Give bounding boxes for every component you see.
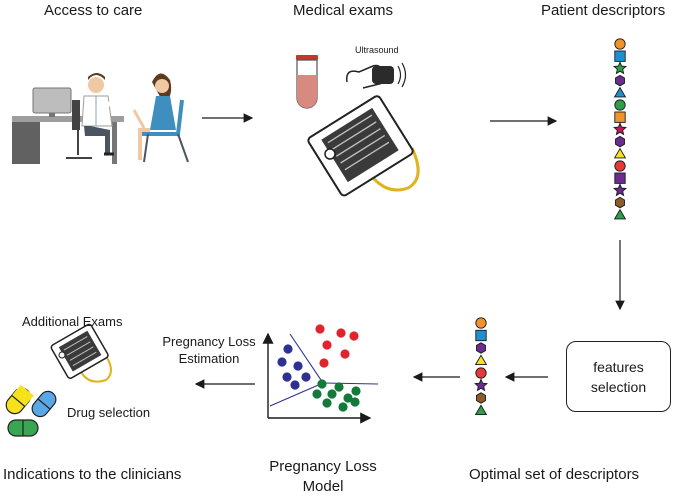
descriptor-hexagon-8 (615, 135, 625, 148)
plot-point-blue-10 (301, 372, 311, 382)
optimal-descriptors-column (474, 317, 488, 416)
pregnancy-loss-estimation-label: Pregnancy Loss Estimation (154, 333, 264, 367)
optimal-descriptor-hexagon-2 (476, 342, 486, 354)
features-selection-line1: features (593, 358, 644, 375)
medical-exams-label: Medical exams (293, 2, 394, 19)
plot-point-green-17 (343, 393, 353, 403)
features-selection-box: features selection (566, 341, 671, 412)
plot-point-green-18 (322, 398, 332, 408)
ultrasound-probe-icon (346, 62, 407, 89)
descriptor-star-12 (613, 183, 627, 197)
descriptor-circle-0 (614, 38, 626, 50)
indications-label: Indications to the clinicians (3, 466, 182, 483)
descriptor-circle-5 (614, 99, 626, 111)
plot-point-blue-8 (293, 361, 303, 371)
plot-point-green-13 (334, 382, 344, 392)
descriptor-star-2 (613, 61, 627, 75)
patient-descriptors-label: Patient descriptors (541, 2, 666, 19)
optimal-descriptor-star-5 (474, 378, 488, 392)
drug-selection-label: Drug selection (67, 405, 151, 420)
plot-point-red-3 (322, 340, 332, 350)
patient-descriptors-column (613, 38, 627, 220)
plot-point-blue-6 (283, 344, 293, 354)
plot-point-red-4 (340, 349, 350, 359)
plot-point-green-15 (312, 389, 322, 399)
descriptor-square-1 (614, 50, 626, 62)
plot-point-red-0 (315, 324, 325, 334)
plot-point-green-16 (327, 389, 337, 399)
estimation-label-line1: Pregnancy Loss (162, 334, 256, 349)
clipboard-icon (307, 95, 420, 197)
plot-point-blue-7 (277, 357, 287, 367)
decision-boundary-1 (289, 333, 324, 384)
descriptor-triangle-9 (613, 147, 627, 159)
ultrasound-label: Ultrasound (355, 45, 399, 55)
plot-point-blue-11 (290, 380, 300, 390)
descriptor-square-11 (614, 172, 626, 184)
additional-exams-label: Additional Exams (22, 314, 123, 329)
estimation-label-line2: Estimation (178, 351, 240, 366)
pregnancy-loss-model-label: Pregnancy Loss Model (262, 457, 384, 497)
pills-icon (5, 384, 57, 437)
plot-point-green-12 (317, 379, 327, 389)
descriptor-triangle-4 (613, 86, 627, 98)
decision-boundary-2 (269, 382, 324, 407)
additional-exams-clipboard-icon (50, 323, 112, 383)
optimal-descriptor-triangle-3 (474, 354, 488, 366)
plot-point-red-1 (336, 328, 346, 338)
optimal-descriptor-circle-0 (475, 317, 487, 329)
descriptor-triangle-14 (613, 208, 627, 220)
descriptor-hexagon-3 (615, 74, 625, 87)
model-scatter-plot (262, 324, 379, 424)
descriptor-hexagon-13 (615, 196, 625, 209)
plot-point-red-2 (349, 331, 359, 341)
model-label-line2: Model (302, 478, 344, 495)
access-to-care-label: Access to care (44, 2, 143, 19)
model-label-line1: Pregnancy Loss (269, 458, 377, 475)
blood-tube-icon (296, 55, 318, 109)
doctor-patient-illustration (12, 73, 189, 164)
features-selection-line2: selection (590, 378, 647, 395)
plot-point-green-20 (350, 397, 360, 407)
optimal-descriptors-label: Optimal set of descriptors (469, 466, 640, 483)
optimal-descriptor-circle-4 (475, 367, 487, 379)
descriptor-circle-10 (614, 160, 626, 172)
optimal-descriptor-triangle-7 (474, 404, 488, 416)
decision-boundary-3 (322, 382, 379, 385)
plot-point-blue-9 (282, 372, 292, 382)
plot-point-green-14 (351, 386, 361, 396)
plot-point-red-5 (319, 358, 329, 368)
optimal-descriptor-hexagon-6 (476, 392, 486, 404)
optimal-descriptor-square-1 (475, 329, 487, 342)
descriptor-square-6 (614, 111, 626, 123)
descriptor-star-7 (613, 122, 627, 136)
plot-point-green-19 (338, 402, 348, 412)
